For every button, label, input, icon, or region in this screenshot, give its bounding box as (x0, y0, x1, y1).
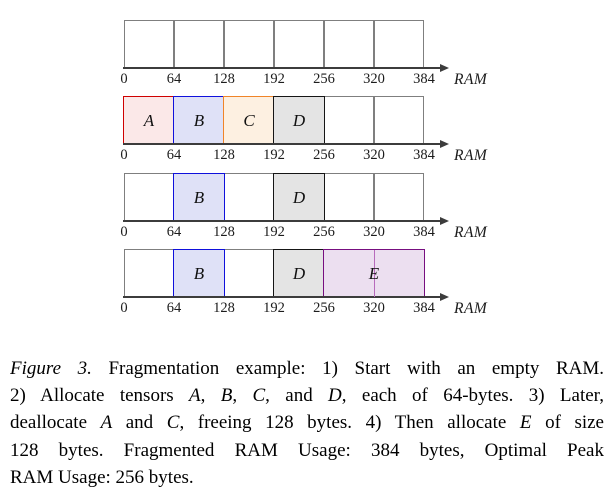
axis-arrowhead-icon (440, 63, 449, 72)
ram-row-step-4-allocate-e: B D E 0 64 128 192 256 320 384 RAM (0, 249, 613, 325)
caption-text-run: D (328, 385, 342, 407)
caption-text-run: Fragmentation example: 1) Start with an … (91, 358, 604, 379)
ram-axis-line (123, 220, 441, 222)
axis-tick-0: 0 (120, 71, 128, 87)
block-B: B (173, 173, 225, 222)
grid-divider (373, 20, 375, 68)
caption-text-run: E (519, 412, 532, 434)
axis-tick-0: 0 (120, 147, 128, 163)
caption-text-run: Figure 3. (10, 358, 92, 379)
caption-text-run: , and (265, 385, 329, 407)
caption-text-run: C (166, 412, 180, 434)
axis-tick-384: 384 (413, 147, 435, 163)
axis-tick-192: 192 (263, 71, 285, 87)
axis-tick-128: 128 (213, 71, 235, 87)
block-label: E (368, 263, 380, 283)
caption-line: deallocate A and C, freeing 128 bytes. 4… (10, 409, 604, 436)
ram-axis-line (123, 67, 441, 69)
axis-label-ram: RAM (454, 146, 488, 164)
block-label: D (292, 110, 306, 130)
caption-line: Figure 3. Fragmentation example: 1) Star… (10, 355, 604, 382)
ram-row-step-2-allocate-abcd: A B C D 0 64 128 192 256 320 384 RAM (0, 96, 613, 172)
block-label: B (193, 263, 205, 283)
axis-arrowhead-icon (440, 292, 449, 301)
block-label: D (292, 263, 306, 283)
caption-text-run: A (100, 412, 113, 434)
axis-label-ram: RAM (454, 223, 488, 241)
caption-line: RAM Usage: 256 bytes. (10, 464, 604, 491)
axis-arrowhead-icon (440, 216, 449, 225)
block-A: A (123, 96, 175, 145)
caption-line: 2) Allocate tensors A, B, C, and D, each… (10, 382, 604, 409)
caption-text-run: , freeing 128 bytes. 4) Then allocate (179, 412, 520, 434)
axis-tick-128: 128 (213, 147, 235, 163)
ram-axis-line (123, 296, 441, 298)
block-label: C (243, 110, 255, 130)
axis-tick-256: 256 (313, 147, 335, 163)
axis-tick-192: 192 (263, 224, 285, 240)
grid-divider (323, 20, 325, 68)
grid-divider (373, 173, 375, 221)
axis-tick-128: 128 (213, 224, 235, 240)
ram-row-step-3-deallocate-a-c: B D 0 64 128 192 256 320 384 RAM (0, 173, 613, 249)
block-D: D (273, 249, 325, 298)
grid-divider (173, 20, 175, 68)
block-label: A (143, 110, 155, 130)
axis-tick-384: 384 (413, 224, 435, 240)
caption-text-run: , each of 64-bytes. 3) Later, (341, 385, 604, 407)
caption-text-run: 2) Allocate tensors (10, 385, 190, 407)
block-C: C (223, 96, 275, 145)
ram-row-step-1-empty-ram: 0 64 128 192 256 320 384 RAM (0, 20, 613, 96)
caption-text-run: of size (531, 412, 604, 434)
axis-tick-384: 384 (413, 300, 435, 316)
axis-label-ram: RAM (454, 70, 488, 88)
caption-line: 128 bytes. Fragmented RAM Usage: 384 byt… (10, 437, 604, 464)
axis-label-ram: RAM (454, 299, 488, 317)
grid-divider (373, 96, 375, 144)
ram-axis-line (123, 143, 441, 145)
axis-tick-64: 64 (166, 300, 182, 316)
axis-tick-0: 0 (120, 300, 128, 316)
block-label: B (193, 110, 205, 130)
axis-tick-320: 320 (363, 224, 385, 240)
axis-tick-0: 0 (120, 224, 128, 240)
axis-tick-320: 320 (363, 71, 385, 87)
axis-tick-320: 320 (363, 147, 385, 163)
axis-tick-64: 64 (166, 224, 182, 240)
caption-text-run: C (252, 385, 266, 407)
caption-text-run: RAM Usage: 256 bytes. (10, 466, 194, 488)
block-label: D (292, 187, 306, 207)
caption-text-run: , (200, 385, 221, 407)
block-B: B (173, 96, 225, 145)
axis-tick-64: 64 (166, 147, 182, 163)
figure-caption: Figure 3. Fragmentation example: 1) Star… (10, 355, 604, 491)
block-E: E (323, 249, 425, 298)
axis-arrowhead-icon (440, 139, 449, 148)
axis-tick-256: 256 (313, 300, 335, 316)
axis-tick-384: 384 (413, 71, 435, 87)
axis-tick-64: 64 (166, 71, 182, 87)
caption-text-run: B (220, 385, 233, 407)
axis-tick-256: 256 (313, 224, 335, 240)
block-label: B (193, 187, 205, 207)
grid-divider (223, 20, 225, 68)
block-B: B (173, 249, 225, 298)
caption-text-run: and (112, 412, 167, 434)
axis-tick-256: 256 (313, 71, 335, 87)
caption-text-run: A (189, 385, 201, 407)
block-D: D (273, 173, 325, 222)
block-D: D (273, 96, 325, 145)
caption-text-run: 128 bytes. Fragmented RAM Usage: 384 byt… (10, 439, 604, 461)
caption-text-run: , (232, 385, 253, 407)
block-internal-divider (373, 250, 375, 297)
axis-tick-192: 192 (263, 300, 285, 316)
grid-divider (273, 20, 275, 68)
caption-text-run: deallocate (10, 412, 101, 434)
axis-tick-128: 128 (213, 300, 235, 316)
axis-tick-192: 192 (263, 147, 285, 163)
axis-tick-320: 320 (363, 300, 385, 316)
